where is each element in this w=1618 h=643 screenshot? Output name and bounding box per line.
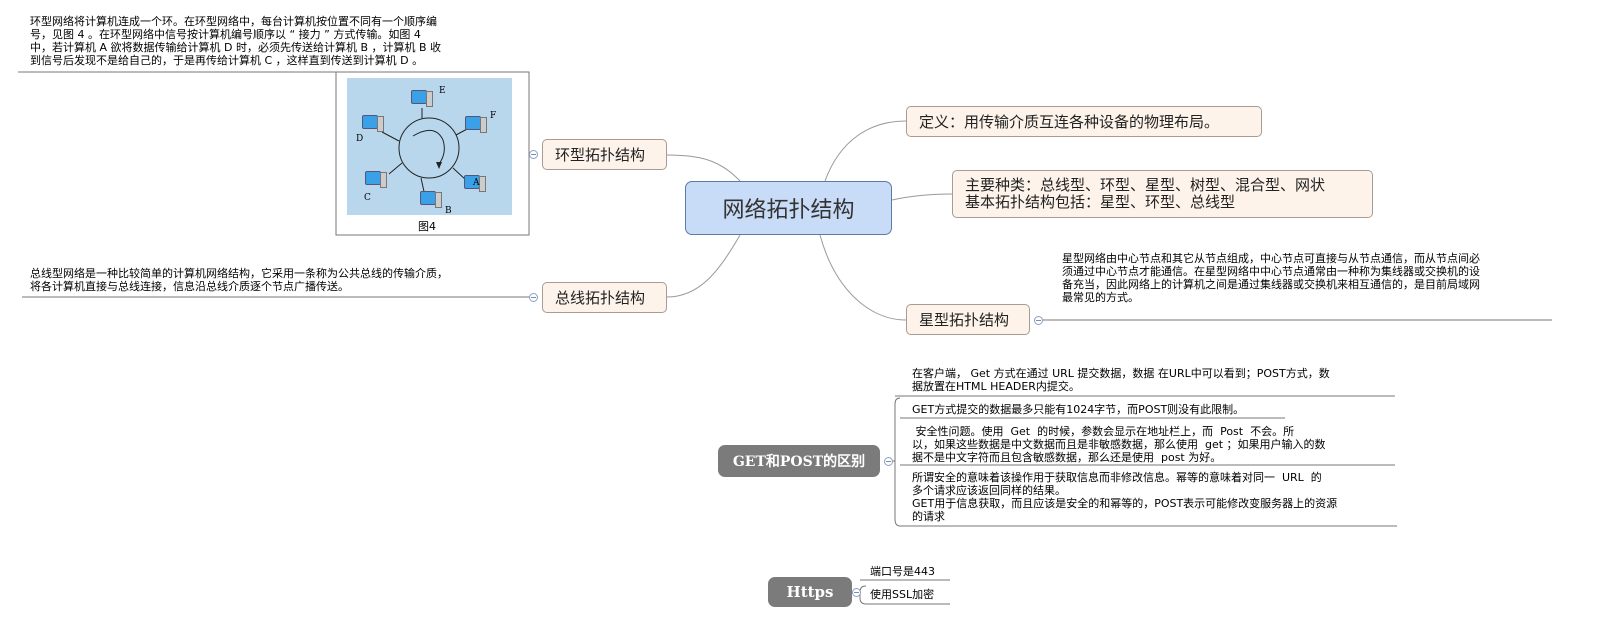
computer-c-icon: [365, 171, 387, 188]
computer-d-icon: [362, 115, 384, 132]
star-note: 星型网络由中心节点和其它从节点组成，中心节点可直接与从节点通信，而从节点间必 须…: [1062, 252, 1480, 304]
ring-note: 环型网络将计算机连成一个环。在环型网络中，每台计算机按位置不同有一个顺序编 号，…: [30, 15, 442, 67]
ring-diagram: [381, 108, 470, 197]
topic-bus[interactable]: 总线拓扑结构: [542, 282, 667, 313]
https-item-2[interactable]: 使用SSL加密: [870, 588, 935, 601]
ring-collapse-toggle[interactable]: [529, 150, 538, 159]
connector-ring: [666, 154, 741, 182]
https-item-1[interactable]: 端口号是443: [870, 565, 935, 578]
getpost-bracket: [892, 397, 901, 527]
topic-https[interactable]: Https: [768, 577, 852, 607]
computer-a-icon: [464, 175, 486, 192]
figure-caption: 图4: [418, 220, 436, 233]
central-topic[interactable]: 网络拓扑结构: [685, 181, 892, 235]
computer-e-icon: [411, 90, 433, 107]
bus-collapse-toggle[interactable]: [529, 293, 538, 302]
topic-get-post[interactable]: GET和POST的区别: [718, 445, 880, 477]
label-a: A: [473, 178, 480, 188]
getpost-collapse-toggle[interactable]: [884, 457, 893, 466]
label-d: D: [356, 134, 364, 144]
connector-bus: [666, 234, 741, 298]
connector-star: [819, 234, 907, 321]
label-c: C: [364, 193, 371, 203]
topic-star[interactable]: 星型拓扑结构: [906, 304, 1030, 335]
getpost-item-4[interactable]: 所谓安全的意味着该操作用于获取信息而非修改信息。幂等的意味着对同一 URL 的 …: [912, 471, 1338, 523]
label-b: B: [445, 206, 452, 216]
connector-types: [891, 193, 953, 201]
topic-definition[interactable]: 定义：用传输介质互连各种设备的物理布局。: [906, 106, 1262, 137]
topic-ring[interactable]: 环型拓扑结构: [542, 139, 667, 170]
getpost-item-1[interactable]: 在客户端， Get 方式在通过 URL 提交数据，数据 在URL中可以看到；PO…: [912, 367, 1330, 393]
label-f: F: [490, 111, 497, 121]
computer-b-icon: [420, 191, 442, 208]
ring-topology-figure: A B C D E F: [347, 78, 512, 216]
star-collapse-toggle[interactable]: [1034, 316, 1043, 325]
getpost-item-2[interactable]: GET方式提交的数据最多只能有1024字节，而POST则没有此限制。: [912, 403, 1245, 416]
computer-f-icon: [465, 116, 487, 133]
ring-note-underline: [18, 71, 530, 236]
getpost-item-3[interactable]: 安全性问题。使用 Get 的时候，参数会显示在地址栏上，而 Post 不会。所 …: [912, 425, 1326, 464]
bus-note: 总线型网络是一种比较简单的计算机网络结构，它采用一条称为公共总线的传输介质， 将…: [30, 267, 448, 293]
https-collapse-toggle[interactable]: [852, 588, 861, 597]
label-e: E: [439, 86, 446, 96]
topic-types[interactable]: 主要种类：总线型、环型、星型、树型、混合型、网状 基本拓扑结构包括：星型、环型、…: [952, 170, 1373, 218]
connector-definition: [824, 120, 907, 182]
